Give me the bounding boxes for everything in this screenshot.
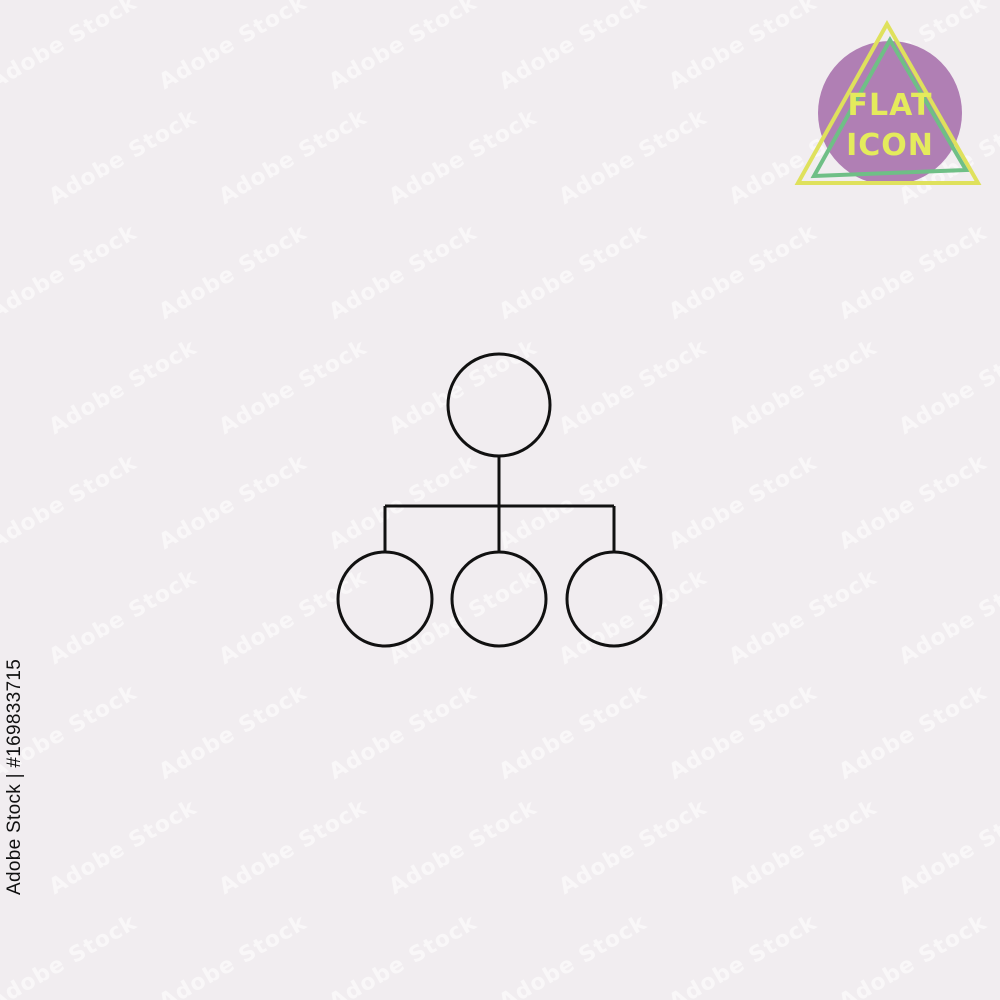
badge-triangle-green bbox=[810, 35, 970, 179]
badge-text-flat: FLAT bbox=[847, 88, 933, 123]
badge-triangle-yellow bbox=[794, 19, 982, 185]
flat-icon-badge: FLAT ICON bbox=[790, 18, 990, 198]
child-node-right-circle bbox=[565, 550, 663, 648]
badge-circle bbox=[818, 41, 962, 185]
child-node-left-circle bbox=[336, 550, 434, 648]
top-node-circle bbox=[446, 352, 552, 458]
stock-id-label: Adobe Stock | #169833715 bbox=[4, 658, 25, 895]
child-node-middle-circle bbox=[450, 550, 548, 648]
badge-graphic bbox=[794, 19, 982, 185]
badge-text-icon: ICON bbox=[846, 128, 934, 163]
